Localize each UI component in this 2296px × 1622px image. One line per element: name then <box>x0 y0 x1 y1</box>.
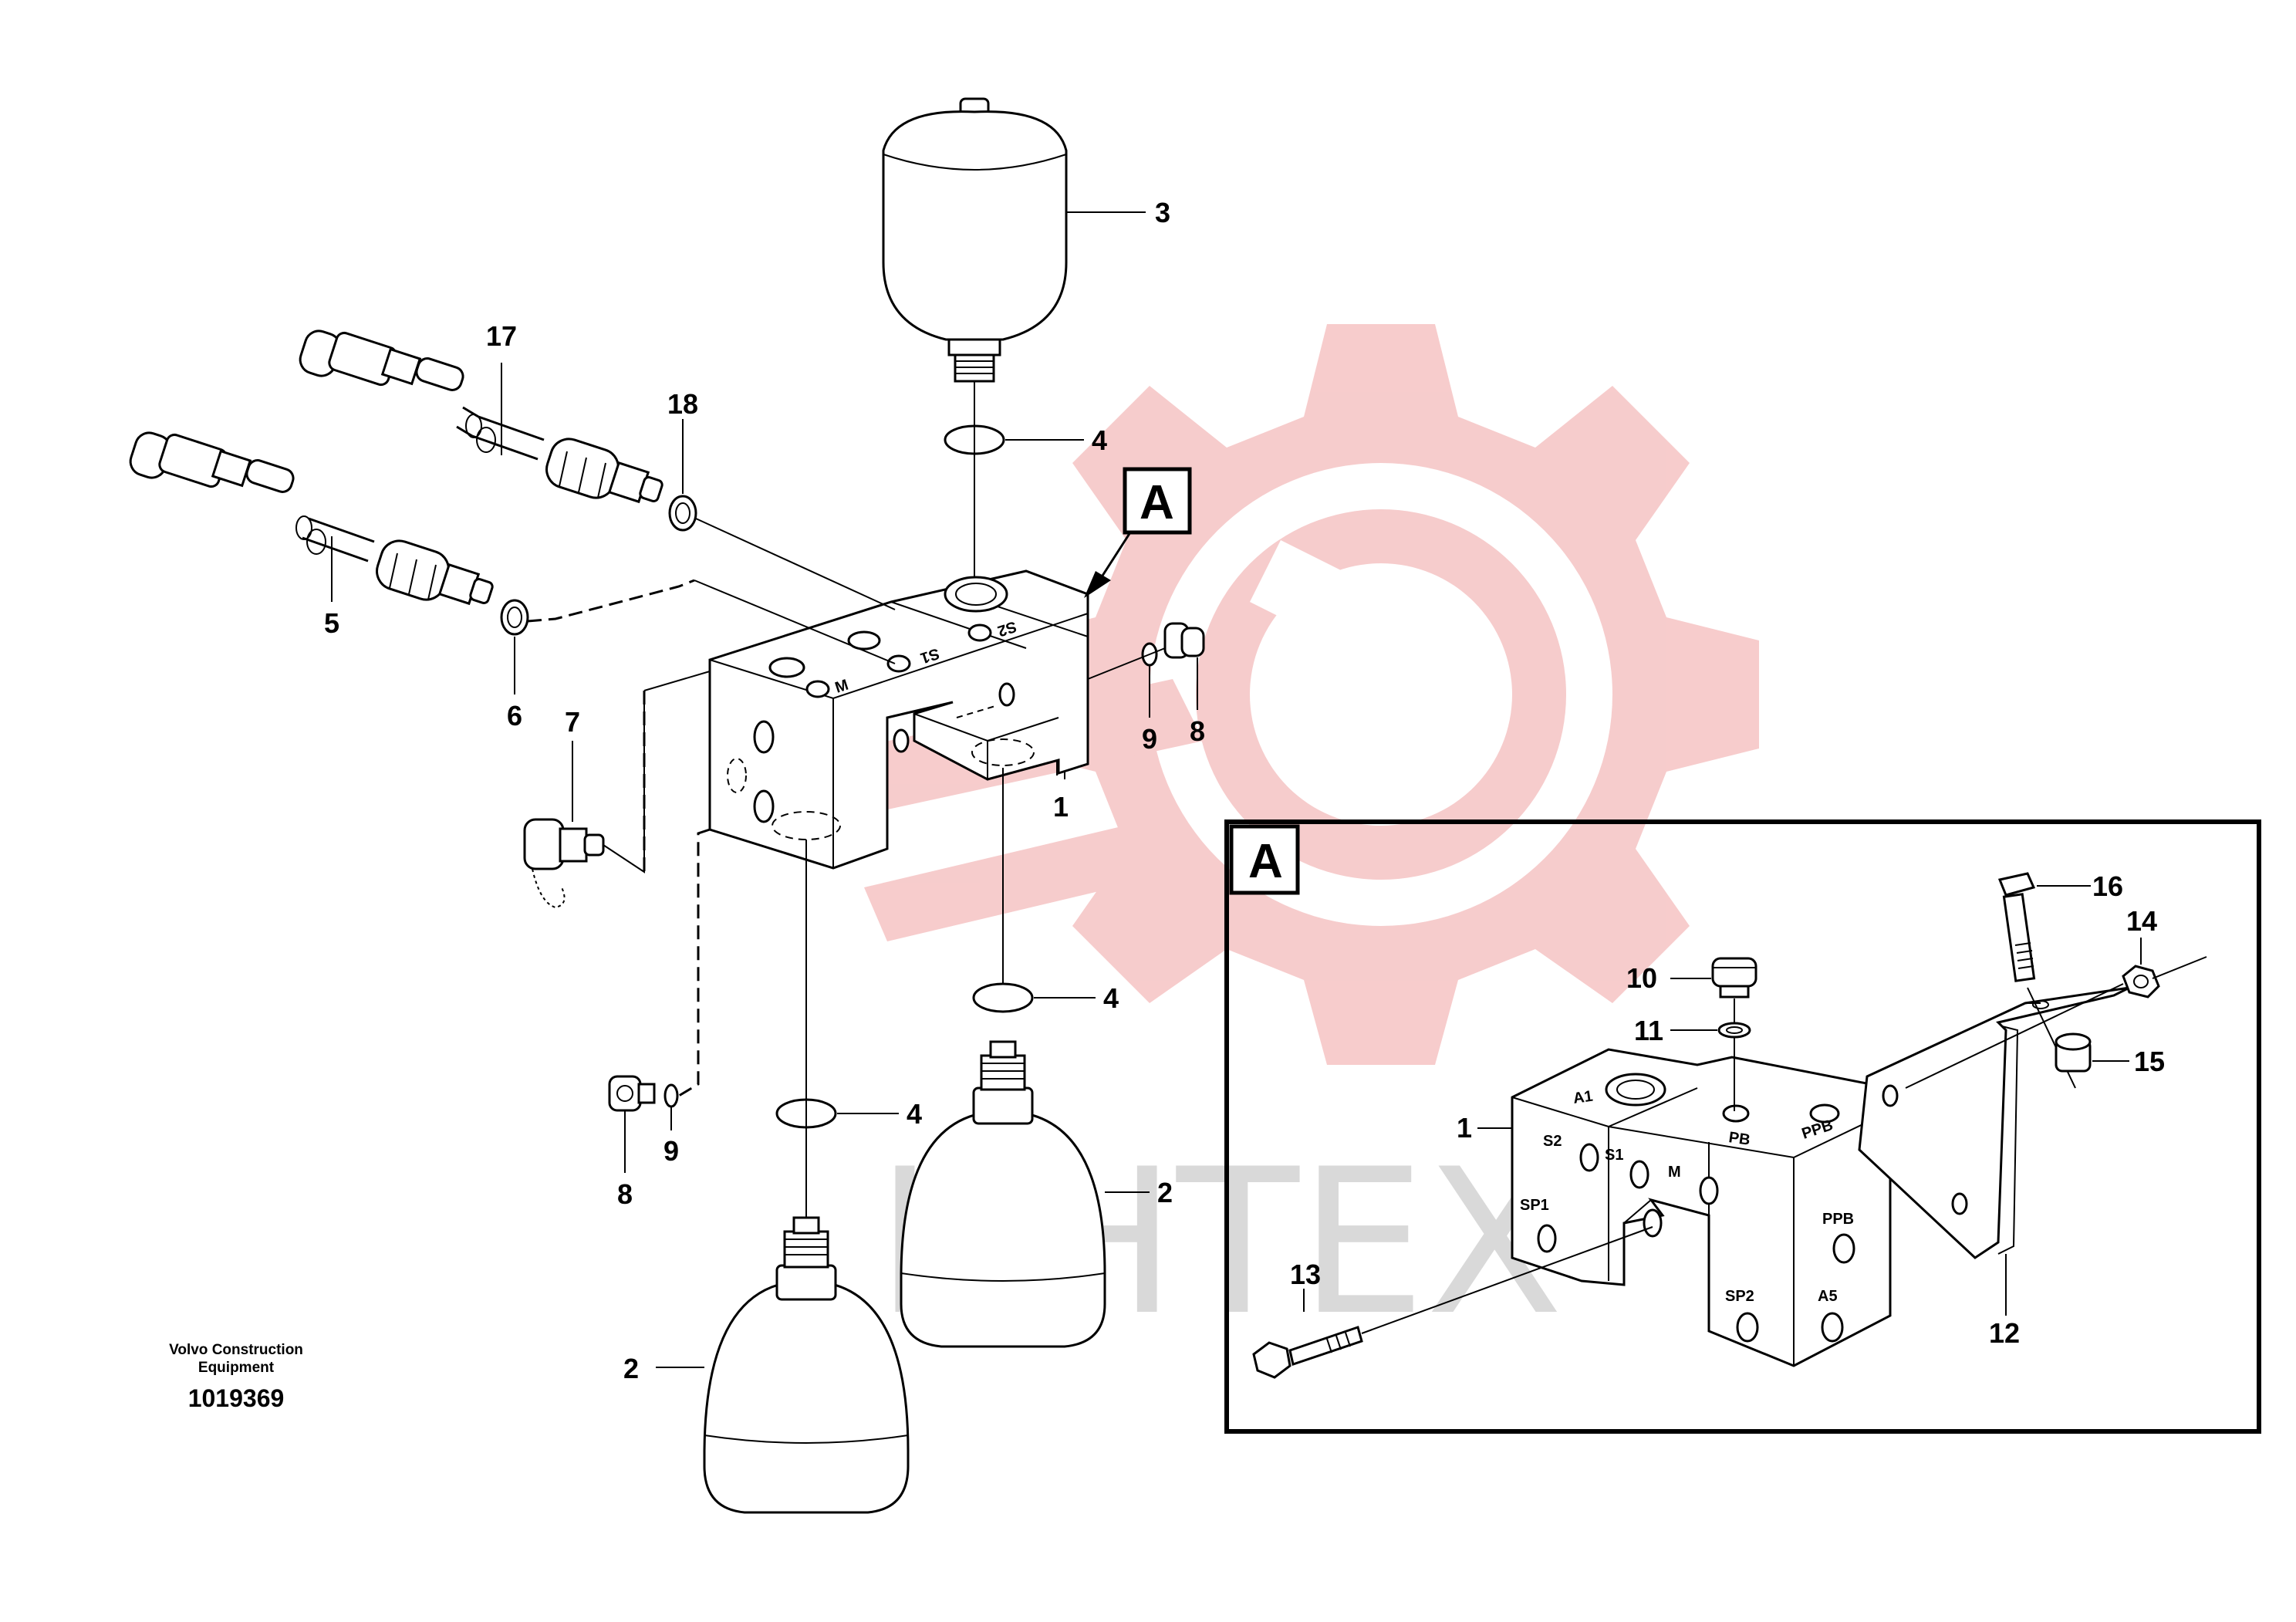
callout-13: 13 <box>1290 1259 1321 1290</box>
callout-8-left: 8 <box>617 1178 633 1210</box>
detail-marker-label: A <box>1140 476 1174 529</box>
callout-8-right: 8 <box>1190 715 1205 747</box>
callout-11: 11 <box>1634 1015 1663 1046</box>
detail-port-a5: A5 <box>1818 1288 1838 1305</box>
callout-17: 17 <box>486 320 517 352</box>
detail-inset-label: A <box>1248 835 1283 888</box>
port-label-m: M <box>833 677 851 697</box>
test-coupling-7 <box>523 818 605 909</box>
o-ring-top <box>944 424 1005 455</box>
accumulator-top <box>882 97 1068 383</box>
detail-marker-a <box>1084 467 1192 598</box>
detail-port-pb: PB <box>1727 1129 1751 1149</box>
valve-block-detail <box>1511 1048 1892 1367</box>
callout-7: 7 <box>565 706 580 738</box>
callout-2-right: 2 <box>1157 1177 1173 1208</box>
hose-fitting-17 <box>299 329 663 504</box>
callout-12: 12 <box>1989 1317 2020 1349</box>
nut-14 <box>2122 965 2160 999</box>
plug-8-right <box>1163 622 1205 659</box>
plug-8-left <box>608 1075 656 1112</box>
detail-port-s1: S1 <box>1605 1147 1623 1164</box>
washer-11 <box>1717 1022 1751 1039</box>
callout-5: 5 <box>324 607 339 639</box>
mounting-bracket-12 <box>1858 986 2130 1259</box>
callout-16: 16 <box>2092 870 2123 902</box>
callout-4-top: 4 <box>1092 424 1107 456</box>
company-name-line1: Volvo Construction <box>169 1342 303 1358</box>
accumulator-left <box>703 1216 910 1514</box>
company-name-line2: Equipment <box>198 1360 275 1376</box>
callout-15: 15 <box>2134 1046 2165 1077</box>
callout-14: 14 <box>2126 905 2157 937</box>
o-ring-lower <box>775 1098 837 1129</box>
bolt-16 <box>1997 872 2036 982</box>
hose-fitting-5 <box>129 431 494 606</box>
drawing-number: 1019369 <box>188 1384 285 1412</box>
callout-9-left: 9 <box>663 1135 679 1167</box>
callout-1: 1 <box>1053 791 1069 823</box>
washer-9-left <box>663 1083 679 1108</box>
detail-inset-box <box>1224 819 2261 1434</box>
detail-port-s2: S2 <box>1543 1133 1562 1150</box>
callout-4-lower: 4 <box>907 1098 922 1130</box>
detail-port-sp1: SP1 <box>1520 1197 1549 1214</box>
bolt-13 <box>1252 1326 1363 1379</box>
seal-ring-18 <box>668 495 697 532</box>
callout-6: 6 <box>507 700 522 732</box>
callout-2-left: 2 <box>623 1353 639 1384</box>
spacer-15 <box>2055 1032 2092 1073</box>
callout-1-detail: 1 <box>1457 1112 1472 1144</box>
seal-ring-6 <box>500 599 529 636</box>
detail-port-ppb-front: PPB <box>1822 1211 1854 1228</box>
plug-10 <box>1711 957 1757 999</box>
callout-18: 18 <box>667 388 698 420</box>
detail-port-a1: A1 <box>1572 1088 1594 1107</box>
detail-port-sp2: SP2 <box>1725 1288 1754 1305</box>
callout-9-right: 9 <box>1142 723 1157 755</box>
valve-block-main <box>708 569 1089 870</box>
detail-port-m: M <box>1668 1164 1681 1181</box>
callout-10: 10 <box>1626 962 1657 994</box>
callout-4-middle: 4 <box>1103 982 1119 1014</box>
callout-3: 3 <box>1155 197 1170 228</box>
accumulator-right <box>900 1040 1106 1348</box>
o-ring-middle <box>972 982 1034 1013</box>
watermark-gear-icon <box>818 324 1759 1065</box>
